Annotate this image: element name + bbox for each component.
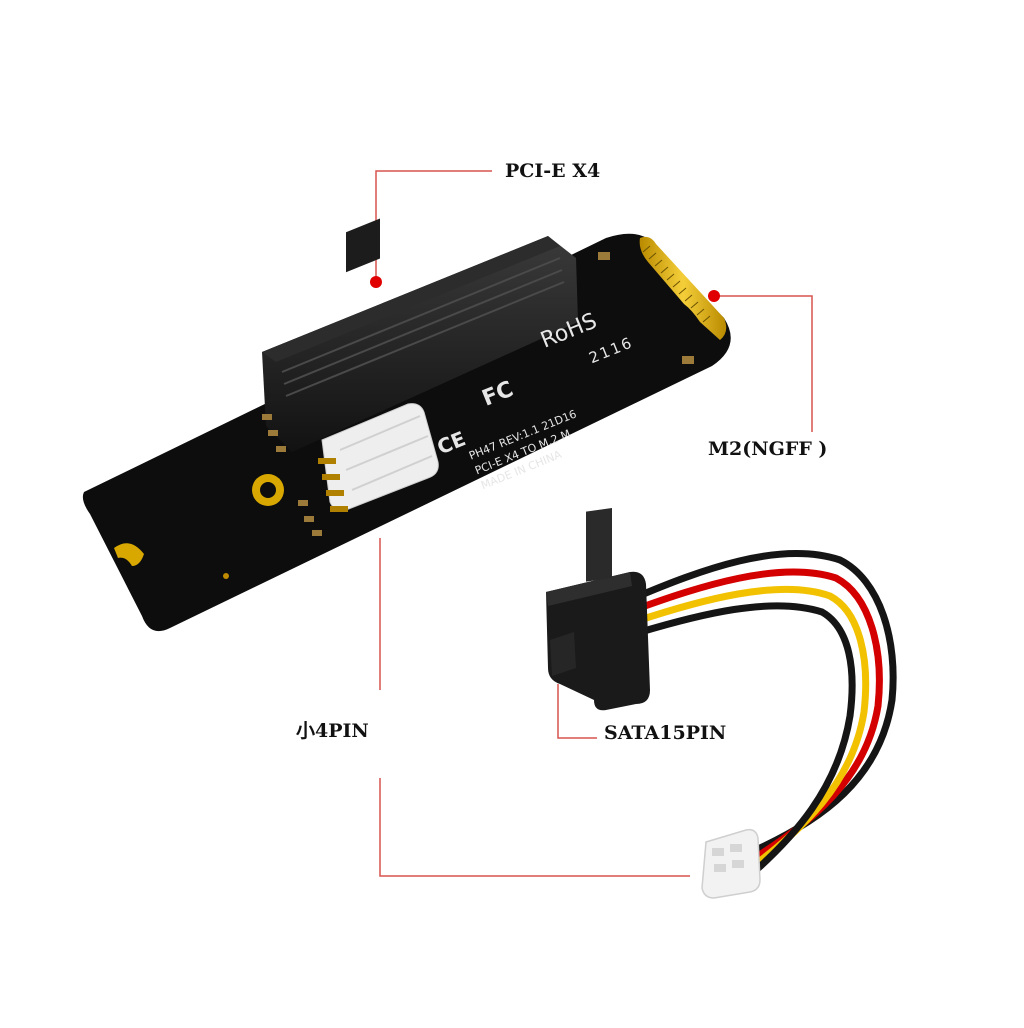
callout-lines	[375, 170, 813, 877]
pcie-slot-ribs	[346, 218, 380, 273]
sata-power-cable	[630, 550, 897, 876]
small-4pin-connector	[318, 403, 439, 512]
small4pin-callout-line-bottom	[379, 778, 690, 877]
wire-black-2	[630, 602, 856, 876]
sata-15pin-connector	[546, 507, 650, 711]
via-dot	[223, 573, 229, 579]
m2-callout-dot	[708, 290, 720, 302]
pcie-callout-line	[375, 170, 492, 282]
pcie-callout-dot	[370, 276, 382, 288]
pcie-x4-label: PCI-E X4	[505, 160, 601, 182]
pcie-slot	[262, 236, 578, 452]
sata-callout-line	[557, 684, 597, 739]
gold-finger-gaps	[642, 245, 711, 323]
m2-ngff-label: M2(NGFF )	[708, 438, 828, 460]
m2-gold-fingers	[639, 236, 727, 340]
adapter-board: RoHS FC 2116 CE PH47 REV:1.1 21D16 PCI-E…	[82, 218, 731, 632]
m2-callout-line	[714, 295, 813, 432]
small-4pin-label: 小4PIN	[296, 720, 369, 742]
sata-15pin-label: SATA15PIN	[604, 722, 727, 744]
wire-black-1	[630, 550, 897, 852]
wire-red-1	[630, 568, 883, 860]
mounting-hole-center	[260, 482, 276, 498]
small-4pin-plug	[701, 828, 761, 899]
smd-components	[262, 252, 694, 536]
wire-yellow	[630, 585, 870, 868]
board-notch	[114, 543, 144, 566]
pcie-slot-top	[262, 236, 560, 362]
pcie-slot-pins	[281, 257, 565, 397]
